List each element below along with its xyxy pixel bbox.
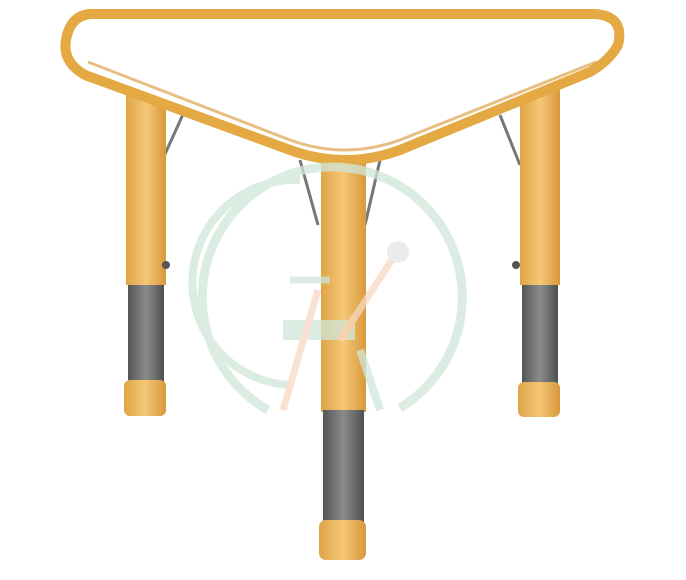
watermark-logo [188,162,467,414]
left-leg [124,80,170,416]
right-leg [512,80,560,417]
table-top [60,9,625,165]
